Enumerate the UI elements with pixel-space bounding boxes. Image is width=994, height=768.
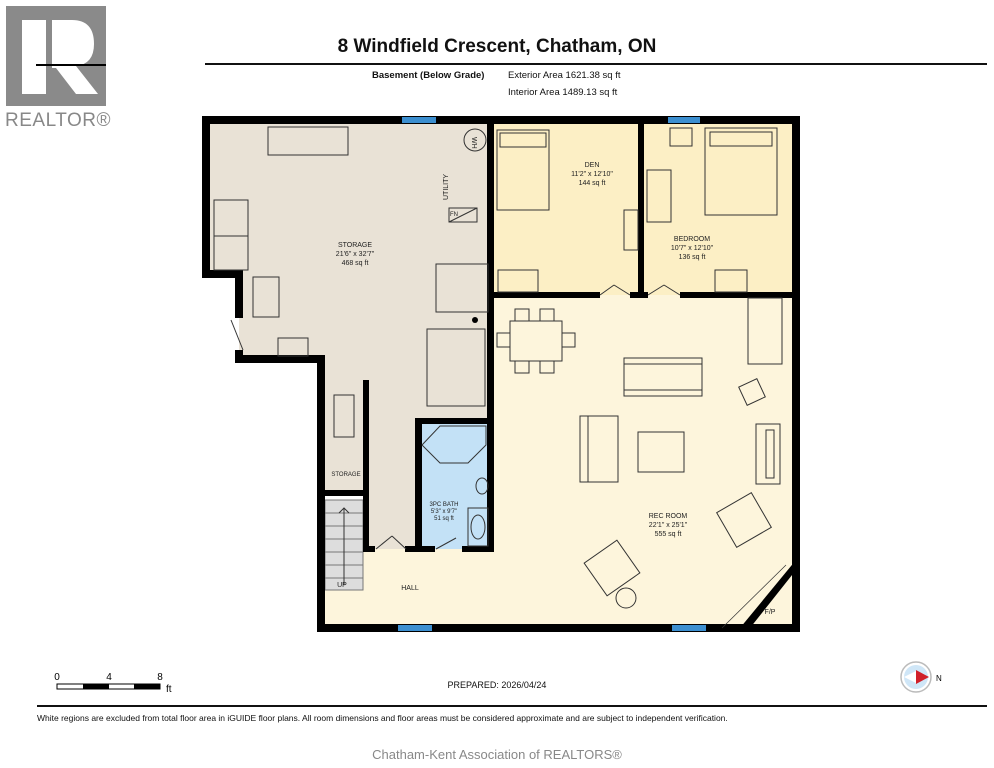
divider — [205, 63, 987, 65]
page-title: 8 Windfield Crescent, Chatham, ON — [337, 36, 657, 57]
realtor-logo — [6, 6, 106, 106]
divider — [37, 705, 987, 707]
stairs — [324, 499, 364, 591]
room-area-bath: 51 sq ft — [434, 516, 454, 522]
rec-floor — [321, 295, 796, 628]
prepared-date: PREPARED: 2026/04/24 — [447, 680, 547, 690]
scale-bar: 0 4 8 ft — [54, 672, 172, 695]
room-label-bedroom: BEDROOM — [674, 236, 710, 243]
walls — [202, 116, 800, 632]
room-area-bedroom: 136 sq ft — [679, 254, 706, 261]
fp-label: F/P — [765, 609, 776, 616]
exterior-area: Exterior Area 1621.38 sq ft — [508, 70, 621, 81]
scale-tick-4: 4 — [106, 672, 112, 683]
disclaimer: White regions are excluded from total fl… — [37, 713, 728, 723]
room-label-storage: STORAGE — [338, 242, 372, 249]
interior-area: Interior Area 1489.13 sq ft — [508, 87, 618, 98]
room-label-utility: UTILITY — [443, 174, 450, 200]
room-dims-bath: 5'3" x 9'7" — [431, 509, 457, 515]
room-area-den: 144 sq ft — [579, 180, 606, 187]
association-footer: Chatham-Kent Association of REALTORS® — [372, 747, 622, 762]
storage-floor — [206, 120, 491, 549]
wh-label: WH — [470, 137, 477, 149]
bath-floor — [419, 421, 489, 549]
room-area-rec: 555 sq ft — [655, 531, 682, 538]
scale-tick-8: 8 — [157, 672, 163, 683]
up-label: UP — [337, 582, 347, 589]
room-label-hall: HALL — [401, 585, 419, 592]
room-dims-storage: 21'6" x 32'7" — [336, 251, 375, 258]
room-label-bath: 3PC BATH — [430, 502, 459, 508]
room-dims-rec: 22'1" x 25'1" — [649, 522, 688, 529]
room-area-storage: 468 sq ft — [342, 260, 369, 267]
room-dims-bedroom: 10'7" x 12'10" — [671, 245, 714, 252]
compass-label: N — [936, 674, 942, 683]
den-floor — [491, 120, 641, 295]
room-label-den: DEN — [585, 162, 600, 169]
windows — [398, 117, 706, 631]
room-label-rec: REC ROOM — [649, 513, 688, 520]
realtor-logo-text: REALTOR® — [5, 110, 111, 131]
furniture — [213, 126, 783, 609]
room-label-small-storage: STORAGE — [331, 472, 360, 478]
bedroom-floor — [641, 120, 796, 295]
scale-unit: ft — [166, 684, 172, 695]
room-dims-den: 11'2" x 12'10" — [571, 171, 613, 178]
compass-icon: N — [900, 661, 942, 693]
scale-tick-0: 0 — [54, 672, 60, 683]
fn-label: FN — [450, 212, 458, 218]
level-label: Basement (Below Grade) — [372, 70, 485, 81]
